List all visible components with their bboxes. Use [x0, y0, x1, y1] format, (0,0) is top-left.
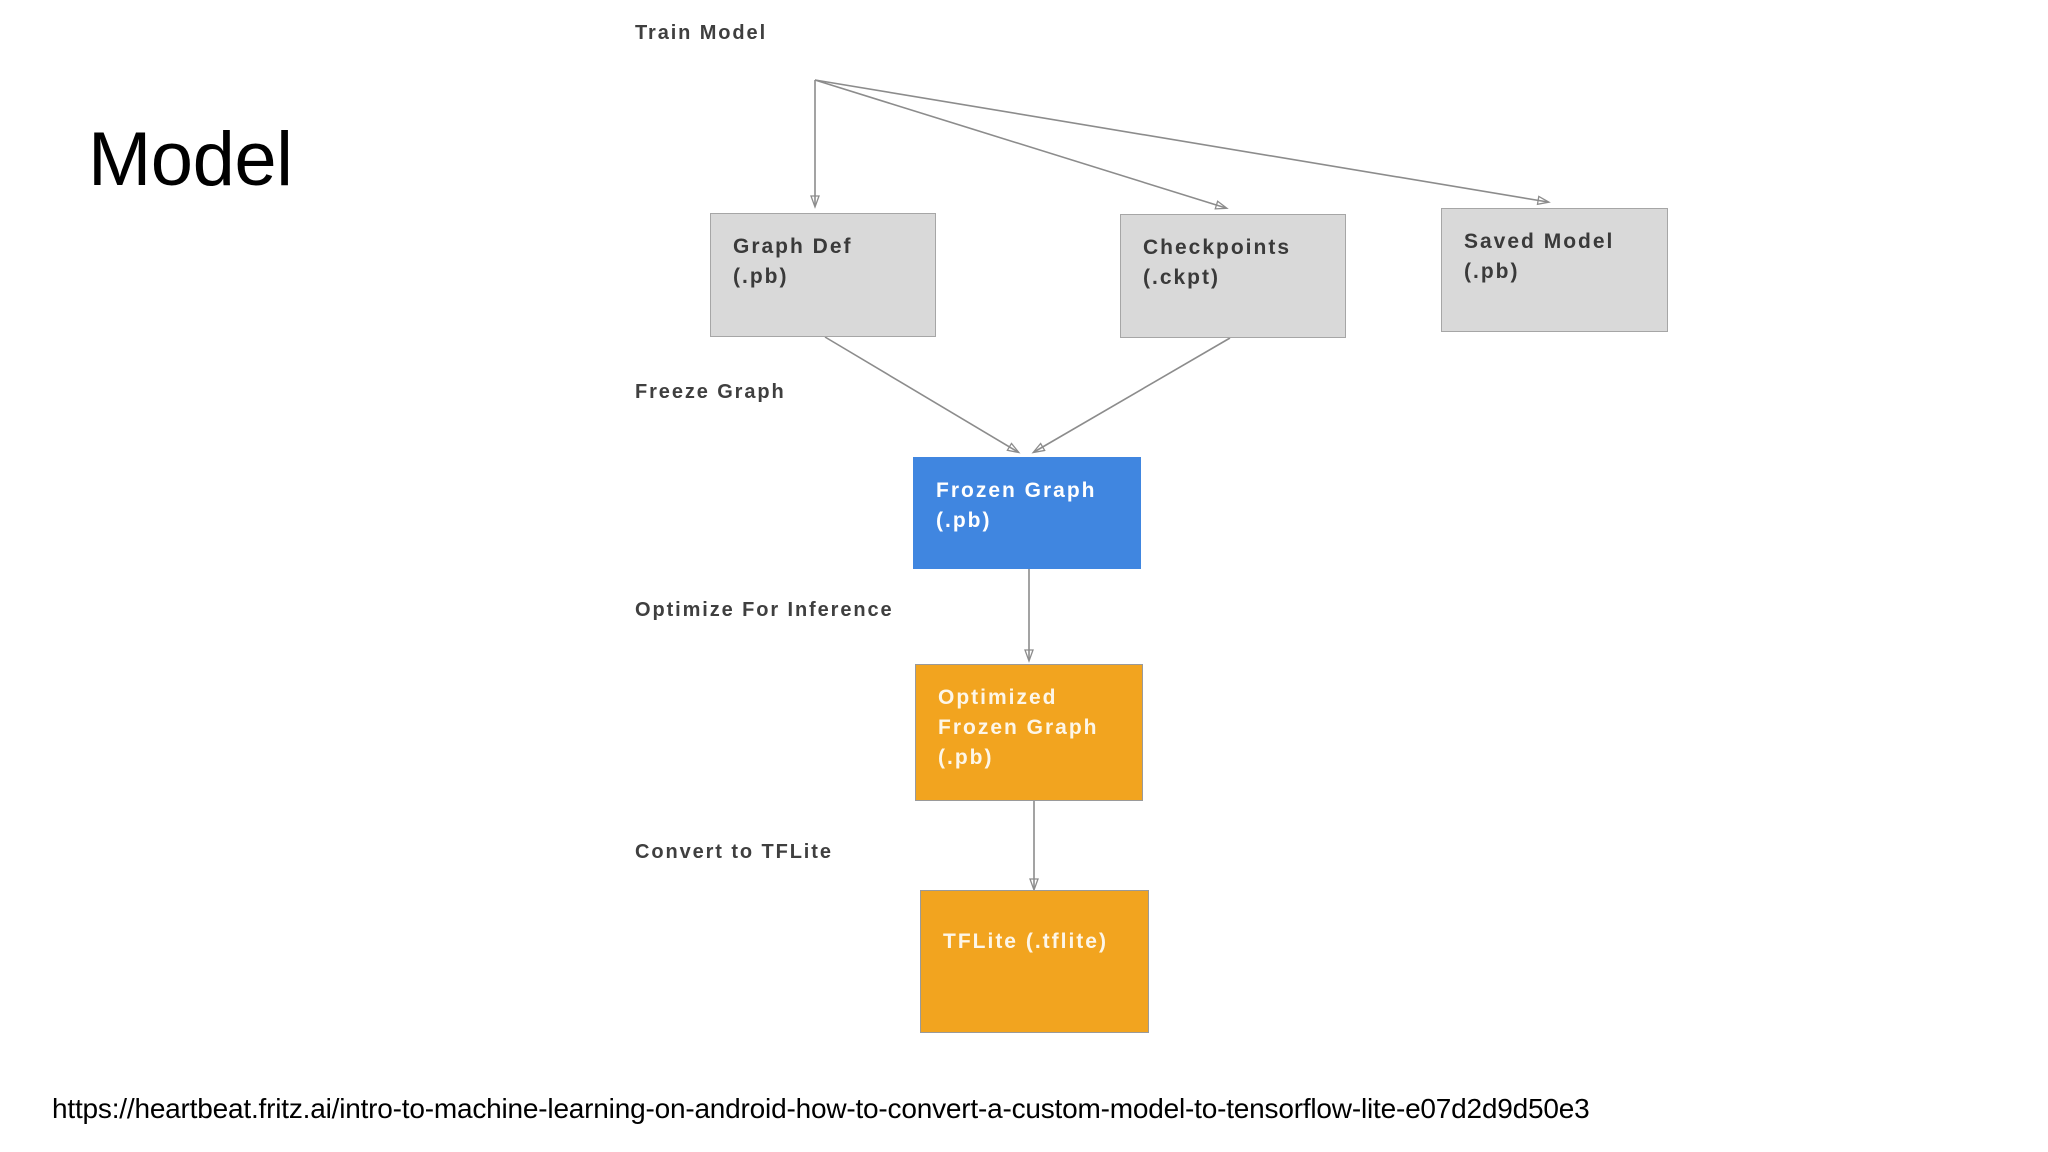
node-optimized-frozen-graph[interactable]: Optimized Frozen Graph (.pb)	[915, 664, 1143, 801]
node-checkpoints[interactable]: Checkpoints (.ckpt)	[1120, 214, 1346, 338]
page-title: Model	[88, 117, 293, 202]
edge-label-freeze-graph: Freeze Graph	[635, 381, 786, 403]
node-frozen-graph[interactable]: Frozen Graph (.pb)	[913, 457, 1141, 569]
edge-train-to-savedmodel	[814, 79, 1551, 206]
node-graph-def[interactable]: Graph Def (.pb)	[710, 213, 936, 337]
edge-label-optimize-for-inference: Optimize For Inference	[635, 599, 894, 621]
source-url-text[interactable]: https://heartbeat.fritz.ai/intro-to-mach…	[52, 1093, 1590, 1124]
edge-checkpoints-to-frozen	[1031, 337, 1231, 454]
node-saved-model[interactable]: Saved Model (.pb)	[1441, 208, 1668, 332]
edge-train-to-checkpoints	[814, 79, 1229, 210]
edge-label-convert-to-tflite: Convert to TFLite	[635, 841, 833, 863]
node-tflite[interactable]: TFLite (.tflite)	[920, 890, 1149, 1033]
edge-label-train-model: Train Model	[635, 22, 768, 44]
edge-graphdef-to-frozen	[824, 336, 1021, 454]
